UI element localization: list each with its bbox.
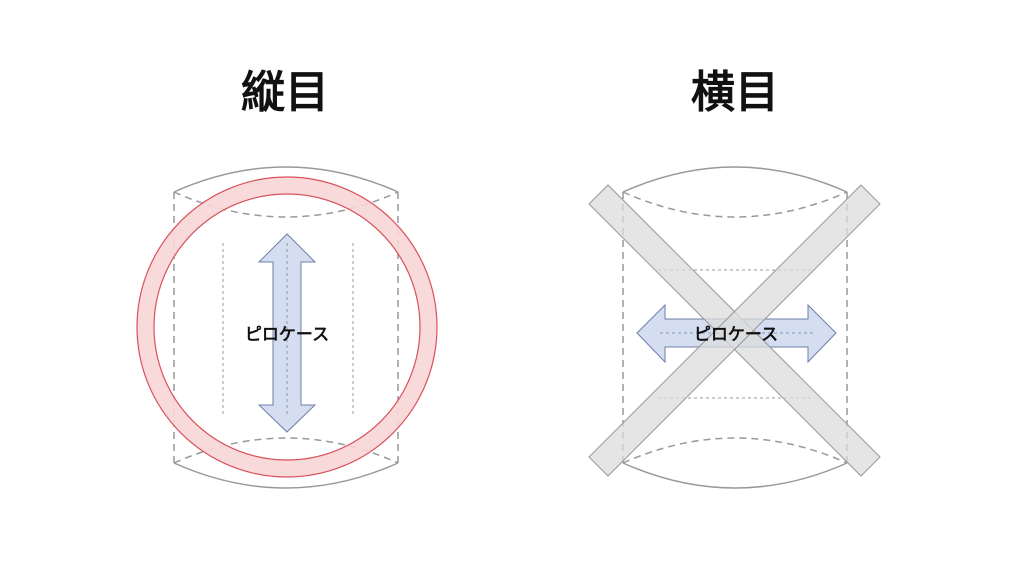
vertical-grain-diagram: ピロケース — [136, 166, 438, 489]
ok-circle — [136, 176, 438, 478]
ng-cross — [588, 184, 881, 477]
vertical-grain-title: 縦目 — [241, 67, 329, 118]
horizontal-grain-title: 横目 — [691, 67, 779, 118]
horizontal-grain-diagram: ピロケース — [588, 166, 881, 489]
pillow-case-label: ピロケース — [694, 325, 778, 345]
pillow-case-label: ピロケース — [245, 325, 329, 345]
